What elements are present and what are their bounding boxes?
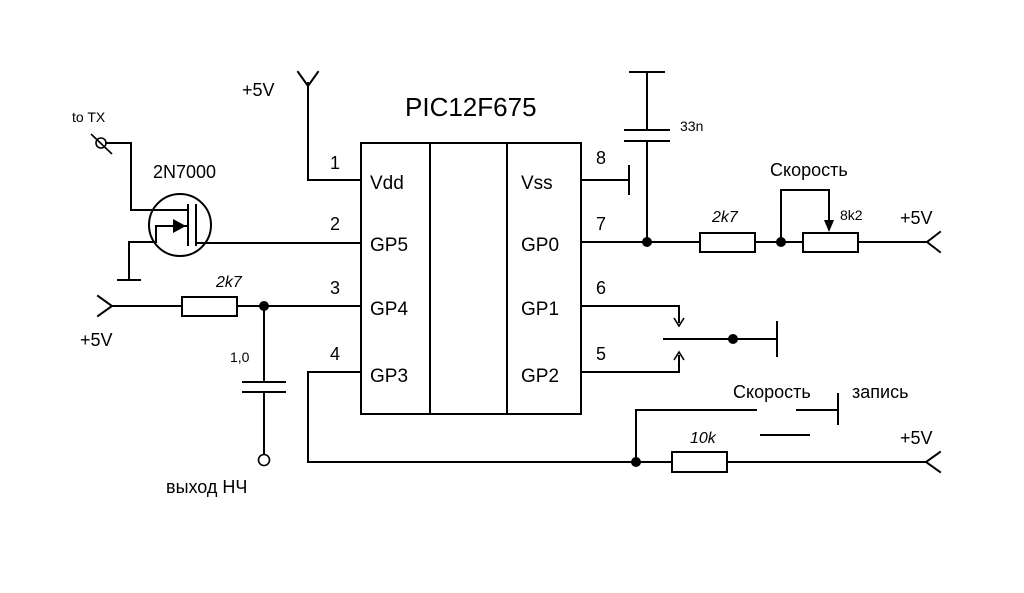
potentiometer-label: Скорость: [770, 160, 848, 180]
audio-output-stage: +5V 2k7 1,0 выход НЧ: [80, 274, 362, 497]
gp2-contact-arrow: [673, 350, 685, 361]
pot-wiper-arrow: [824, 220, 834, 232]
potentiometer-8k2: [802, 232, 859, 253]
ic-pin-number-8: 8: [596, 148, 606, 168]
resistor-10k-label: 10k: [690, 430, 717, 447]
vcc-arrow-right: [925, 230, 942, 254]
ic-pin-label-gp4: GP4: [370, 299, 408, 320]
ic-pin-label-vdd: Vdd: [370, 173, 404, 194]
vcc-top-label: +5V: [242, 80, 275, 100]
junction-switch: [728, 334, 738, 344]
mosfet-arrow: [173, 219, 186, 233]
ic-pin-label-gp3: GP3: [370, 366, 408, 387]
output-terminal: [257, 453, 271, 467]
ic-pin-label-gp2: GP2: [521, 366, 559, 387]
record-button-stage: 10k +5V Скорость запись: [307, 371, 942, 474]
vcc-arrow-bottom: [924, 450, 942, 474]
resistor-2k7-gp4-label: 2k7: [215, 274, 243, 291]
capacitor-1-0-label: 1,0: [230, 349, 250, 365]
potentiometer-8k2-label: 8k2: [840, 207, 863, 223]
ic-pin-number-2: 2: [330, 214, 340, 234]
ic-pin-number-5: 5: [596, 344, 606, 364]
output-label: выход НЧ: [166, 477, 247, 497]
ic-pin-label-gp5: GP5: [370, 235, 408, 256]
speed-buttons-stage: [580, 305, 778, 373]
ground-and-decoupling: 33n: [580, 71, 703, 243]
transistor-stage: to TX 2N7000: [72, 109, 362, 281]
wire-pot-wiper: [780, 189, 830, 243]
to-tx-terminal-slash: [90, 133, 113, 155]
ic-pin-number-3: 3: [330, 278, 340, 298]
junction-gp0: [642, 237, 652, 247]
vcc-bottom-label: +5V: [900, 428, 933, 448]
ic-pin-label-gp0: GP0: [521, 235, 559, 256]
mosfet-body: [148, 193, 212, 257]
wire-record-button: [635, 409, 757, 463]
vcc-arrow-top: [296, 70, 320, 88]
record-button-label: запись: [852, 382, 908, 402]
ic-pin-number-7: 7: [596, 214, 606, 234]
resistor-2k7-gp0-label: 2k7: [711, 209, 739, 226]
to-tx-label: to TX: [72, 109, 106, 125]
vcc-arrow-left: [96, 294, 114, 318]
vdd-supply: +5V: [242, 70, 362, 181]
wire-source-ground: [128, 225, 157, 281]
vcc-right-label: +5V: [900, 208, 933, 228]
capacitor-33n-label: 33n: [680, 118, 703, 134]
ic-pin-label-vss: Vss: [521, 173, 553, 194]
record-button-actuator: [796, 409, 839, 425]
ic-pin-number-1: 1: [330, 153, 340, 173]
wire-gp1: [580, 305, 680, 323]
resistor-2k7-gp4: [181, 296, 238, 317]
wire-gp3: [307, 371, 673, 463]
ic-pin-label-gp1: GP1: [521, 299, 559, 320]
vcc-left-label: +5V: [80, 330, 113, 350]
wire-gp2: [580, 355, 680, 373]
resistor-10k: [671, 451, 728, 473]
ic-pic12f675: PIC12F675 Vdd GP5 GP4 GP3 Vss GP0 GP1 GP…: [330, 92, 606, 415]
ic-name: PIC12F675: [405, 92, 537, 122]
speed-button-label: Скорость: [733, 382, 811, 402]
gp1-contact-arrow: [673, 317, 685, 328]
wire-vdd: [307, 82, 362, 181]
transistor-label: 2N7000: [153, 162, 216, 182]
ic-pin-number-6: 6: [596, 278, 606, 298]
ic-pin-number-4: 4: [330, 344, 340, 364]
speed-pot-stage: 2k7 8k2 Скорость +5V: [580, 160, 942, 254]
resistor-2k7-gp0: [699, 232, 756, 253]
ic-body: [360, 142, 582, 415]
